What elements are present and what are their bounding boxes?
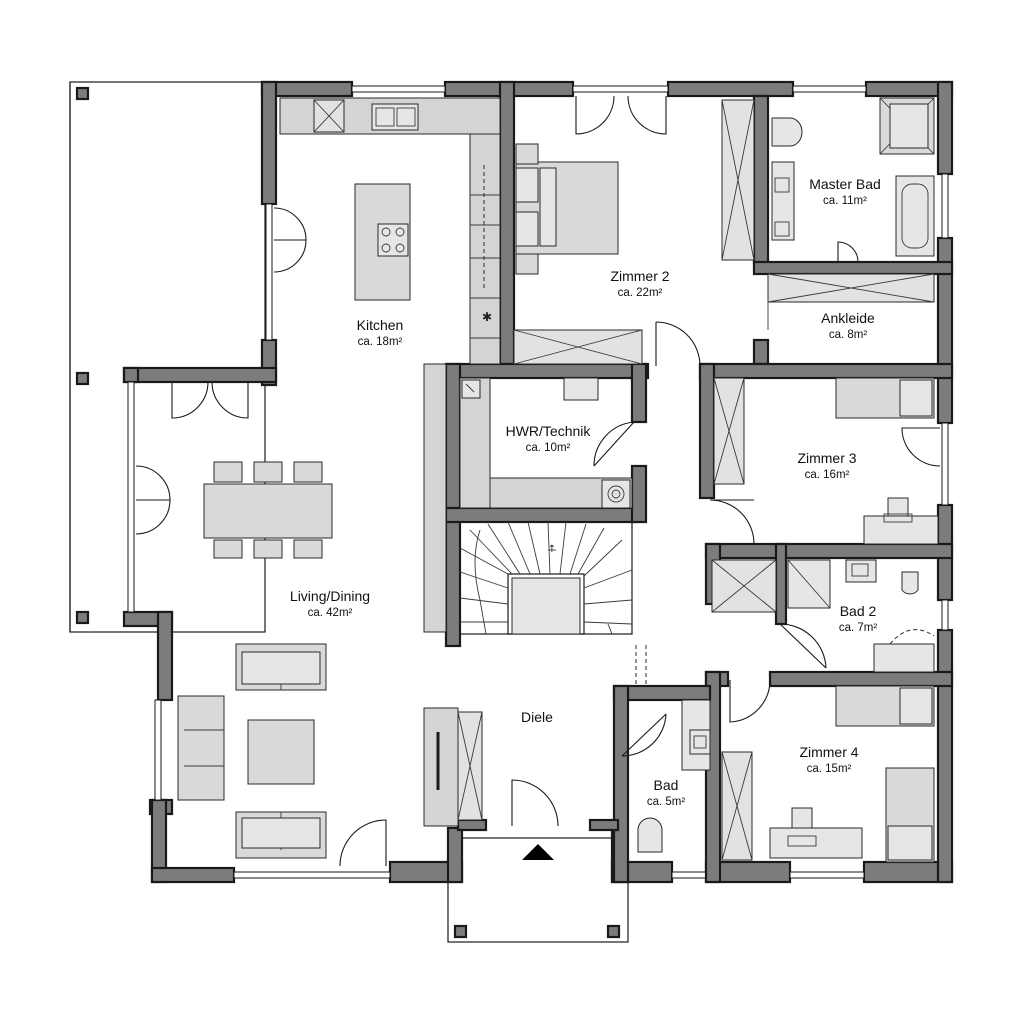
pergola-post xyxy=(75,371,90,386)
bad2-fixtures xyxy=(711,559,935,673)
zimmer3-door xyxy=(709,499,755,545)
living-door xyxy=(339,819,387,867)
zimmer2-furniture xyxy=(513,99,755,365)
dining-window-door xyxy=(135,465,171,535)
bad-fixtures xyxy=(637,699,711,853)
zimmer3-furniture xyxy=(713,377,939,545)
room-name-masterbad: Master Bad xyxy=(809,176,881,192)
pergola-post xyxy=(75,86,90,101)
sofa xyxy=(177,695,225,801)
zimmer4-door xyxy=(729,679,771,723)
zimmer2-balcony-door xyxy=(575,95,667,135)
window xyxy=(941,173,949,239)
canopy-post xyxy=(606,924,621,939)
window xyxy=(792,85,867,93)
window xyxy=(127,381,135,613)
dining-table xyxy=(203,483,333,539)
entrance-arrow-icon xyxy=(522,844,554,860)
living-terrace-door xyxy=(171,381,249,419)
sink xyxy=(689,729,711,755)
room-labels: Kitchen ca. 18m² Zimmer 2 ca. 22m² Maste… xyxy=(290,176,881,808)
washing-machine xyxy=(601,479,631,509)
interior-walls xyxy=(444,80,954,884)
coffee-table xyxy=(247,719,315,785)
svg-text:↑: ↑ xyxy=(548,544,556,555)
pergola-post xyxy=(75,610,90,625)
kitchen-terrace-door xyxy=(273,207,307,273)
room-area-bad: ca. 5m² xyxy=(647,796,686,808)
room-name-bad2: Bad 2 xyxy=(840,603,877,619)
room-area-zimmer3: ca. 16m² xyxy=(805,469,850,481)
staircase: ↑ xyxy=(459,521,633,635)
kitchen-furniture: ✱ xyxy=(279,97,501,365)
zimmer2-door xyxy=(655,321,701,367)
room-name-zimmer3: Zimmer 3 xyxy=(797,450,856,466)
canopy-post xyxy=(453,924,468,939)
room-name-zimmer2: Zimmer 2 xyxy=(610,268,669,284)
windows xyxy=(127,85,949,879)
svg-text:✱: ✱ xyxy=(482,310,492,324)
ankleide-wardrobe xyxy=(767,273,935,330)
room-area-masterbad: ca. 11m² xyxy=(823,195,867,207)
room-area-hwr: ca. 10m² xyxy=(526,442,571,454)
window xyxy=(265,203,273,341)
room-name-living: Living/Dining xyxy=(290,588,370,604)
room-name-ankleide: Ankleide xyxy=(821,310,875,326)
masterbad-door xyxy=(837,241,859,263)
window xyxy=(941,422,949,506)
bad2-door xyxy=(779,623,827,669)
window xyxy=(789,871,865,879)
zimmer3-window-door xyxy=(901,427,941,467)
hwr-fixtures xyxy=(423,363,633,633)
zimmer4-furniture xyxy=(721,685,935,863)
room-area-living: ca. 42m² xyxy=(308,607,353,619)
desk xyxy=(863,515,939,545)
window xyxy=(671,871,707,879)
living-furniture xyxy=(177,461,333,859)
room-name-bad: Bad xyxy=(654,777,679,793)
window xyxy=(351,85,446,93)
room-name-kitchen: Kitchen xyxy=(357,317,404,333)
room-name-zimmer4: Zimmer 4 xyxy=(799,744,858,760)
entrance-door xyxy=(511,779,559,827)
hwr-door xyxy=(593,421,635,467)
bad-door xyxy=(621,713,667,757)
masterbad-fixtures xyxy=(771,97,935,257)
room-area-bad2: ca. 7m² xyxy=(839,622,878,634)
entrance-canopy xyxy=(447,837,629,943)
sink xyxy=(845,559,877,583)
window xyxy=(154,699,162,801)
window xyxy=(233,871,391,879)
room-area-zimmer4: ca. 15m² xyxy=(807,763,852,775)
room-name-diele: Diele xyxy=(521,709,553,725)
room-name-hwr: HWR/Technik xyxy=(506,423,592,439)
room-area-kitchen: ca. 18m² xyxy=(358,336,403,348)
diele-fixtures xyxy=(423,707,483,827)
room-area-ankleide: ca. 8m² xyxy=(829,329,868,341)
window xyxy=(941,599,949,631)
window xyxy=(572,85,669,93)
room-area-zimmer2: ca. 22m² xyxy=(618,287,663,299)
